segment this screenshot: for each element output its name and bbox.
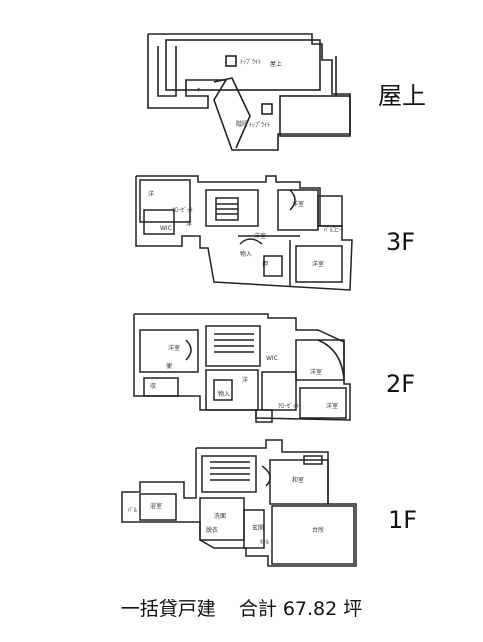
svg-text:洋室: 洋室 [310, 368, 322, 376]
svg-text:ﾊﾞﾙ: ﾊﾞﾙ [128, 507, 137, 514]
svg-text:洋: 洋 [242, 376, 248, 384]
floor-label-2f: 2F [386, 370, 416, 398]
svg-text:物入: 物入 [240, 250, 252, 258]
svg-text:階段: 階段 [236, 120, 248, 128]
svg-text:浴室: 浴室 [150, 502, 162, 510]
svg-text:洋室: 洋室 [326, 402, 338, 410]
svg-text:玄関: 玄関 [252, 524, 264, 532]
svg-text:洋室: 洋室 [312, 260, 324, 268]
svg-text:和室: 和室 [292, 476, 304, 484]
svg-text:ｸﾛｰｾﾞｯﾄ: ｸﾛｰｾﾞｯﾄ [172, 207, 193, 214]
floor-label-roof: 屋上 [378, 82, 426, 110]
svg-text:便: 便 [166, 362, 172, 370]
floor-label-3f: 3F [386, 228, 416, 256]
floor-label-1f: 1F [388, 506, 418, 534]
svg-text:ﾄｯﾌﾟﾗｲﾄ: ﾄｯﾌﾟﾗｲﾄ [249, 122, 270, 129]
svg-text:洋: 洋 [148, 190, 154, 198]
svg-text:物入: 物入 [218, 390, 230, 398]
svg-text:ﾊﾞﾙｺﾆｰ: ﾊﾞﾙｺﾆｰ [324, 227, 342, 234]
svg-text:洋室: 洋室 [168, 344, 180, 352]
svg-text:ﾄｯﾌﾟﾗｲﾄ: ﾄｯﾌﾟﾗｲﾄ [240, 59, 261, 66]
svg-text:洋室: 洋室 [292, 200, 304, 208]
svg-text:WIC: WIC [266, 355, 278, 362]
svg-text:屋上: 屋上 [270, 60, 282, 68]
svg-text:台所: 台所 [312, 526, 324, 534]
svg-text:ﾎｰﾙ: ﾎｰﾙ [260, 539, 269, 546]
svg-text:洋: 洋 [186, 220, 192, 228]
svg-text:押: 押 [262, 260, 268, 268]
property-type: 一括貸戸建 [120, 598, 216, 620]
svg-text:WIC: WIC [160, 225, 172, 232]
total-area: 67.82 [282, 598, 338, 620]
svg-text:↑: ↑ [196, 87, 201, 94]
svg-text:洋室: 洋室 [254, 232, 266, 240]
svg-text:脱衣: 脱衣 [206, 526, 218, 534]
svg-text:洗面: 洗面 [214, 512, 226, 520]
total-label: 合計 [238, 598, 277, 620]
area-unit: 坪 [343, 598, 363, 620]
svg-text:収: 収 [150, 383, 156, 390]
svg-text:ｸﾛｰｾﾞｯﾄ: ｸﾛｰｾﾞｯﾄ [278, 403, 299, 410]
